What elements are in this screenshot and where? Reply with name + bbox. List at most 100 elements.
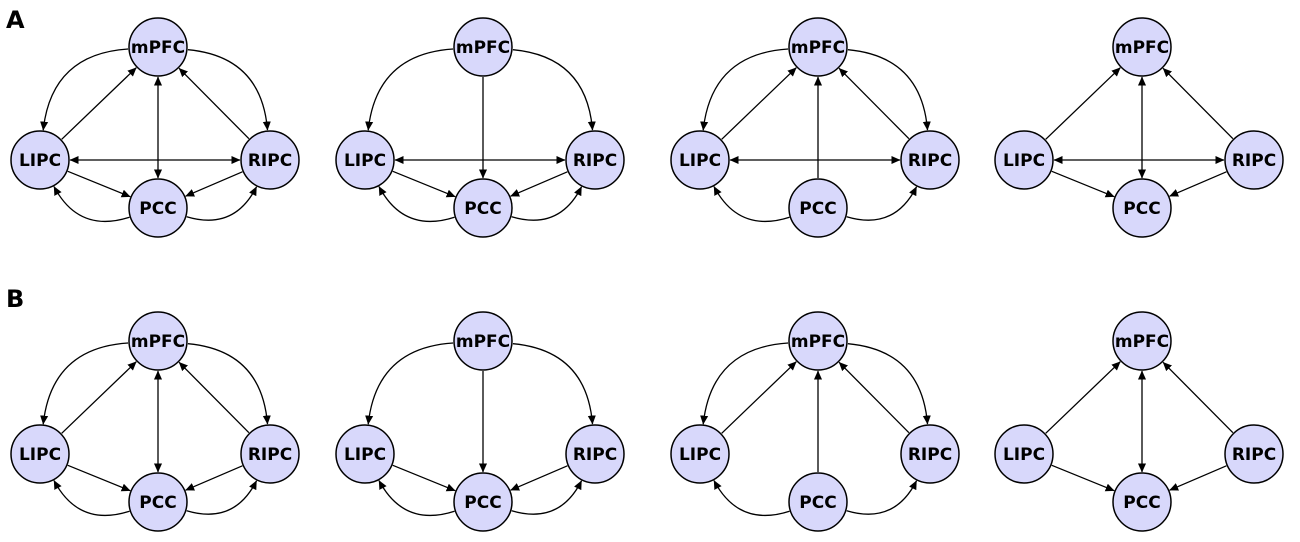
node-label: PCC: [1123, 493, 1160, 513]
node-mpfc: mPFC: [788, 17, 848, 77]
node-circle: [335, 130, 395, 190]
node-circle: [900, 130, 960, 190]
node-mpfc: mPFC: [1112, 311, 1172, 371]
node-ripc: RIPC: [565, 130, 625, 190]
node-label: LIPC: [19, 445, 61, 465]
curved-edge-mpfc-to-lipc: [40, 342, 129, 425]
node-mpfc: mPFC: [788, 311, 848, 371]
node-pcc: PCC: [788, 472, 848, 532]
nodes: mPFC LIPC RIPC PCC: [994, 311, 1284, 532]
panel-label-a: A: [6, 6, 25, 34]
node-mpfc: mPFC: [1112, 17, 1172, 77]
node-circle: [10, 424, 70, 484]
diagrams-layer: mPFC LIPC RIPC PCC mPFC LIPC RIPC PCC mPFC LIPC RI…: [10, 17, 1284, 532]
node-mpfc: mPFC: [453, 311, 513, 371]
node-label: RIPC: [573, 445, 617, 465]
network-a1: mPFC LIPC RIPC PCC: [10, 17, 300, 238]
node-circle: [900, 424, 960, 484]
node-lipc: LIPC: [670, 130, 730, 190]
node-circle: [788, 17, 848, 77]
node-circle: [128, 311, 188, 371]
edges: [700, 342, 931, 516]
straight-edge-lipc-to-mpfc: [721, 67, 797, 140]
curved-edge-mpfc-to-ripc: [847, 343, 931, 425]
straight-edge-ripc-to-pcc: [1169, 171, 1227, 197]
edges: [1045, 67, 1234, 198]
node-label: RIPC: [248, 151, 292, 171]
node-circle: [1112, 472, 1172, 532]
straight-edge-ripc-to-pcc: [185, 465, 243, 491]
node-label: LIPC: [344, 151, 386, 171]
node-circle: [1112, 178, 1172, 238]
node-circle: [565, 424, 625, 484]
node-lipc: LIPC: [10, 424, 70, 484]
node-circle: [453, 472, 513, 532]
curved-edge-mpfc-to-lipc: [700, 48, 789, 131]
node-label: LIPC: [679, 445, 721, 465]
straight-edge-lipc-to-pcc: [67, 170, 131, 198]
node-circle: [240, 130, 300, 190]
edges: [40, 342, 271, 516]
node-circle: [788, 311, 848, 371]
straight-edge-ripc-to-mpfc: [838, 67, 910, 140]
node-circle: [128, 472, 188, 532]
straight-edge-lipc-to-pcc: [1051, 170, 1115, 198]
curved-edge-pcc-to-lipc: [53, 480, 130, 516]
node-ripc: RIPC: [240, 424, 300, 484]
node-lipc: LIPC: [994, 130, 1054, 190]
curved-edge-pcc-to-ripc: [846, 480, 918, 515]
node-label: LIPC: [344, 445, 386, 465]
curved-edge-pcc-to-ripc: [511, 186, 583, 221]
node-lipc: LIPC: [10, 130, 70, 190]
node-circle: [670, 424, 730, 484]
edges: [700, 48, 931, 222]
node-mpfc: mPFC: [128, 17, 188, 77]
node-circle: [453, 178, 513, 238]
node-label: mPFC: [456, 38, 510, 58]
curved-edge-pcc-to-lipc: [713, 186, 790, 222]
curved-edge-mpfc-to-lipc: [365, 48, 454, 131]
node-label: LIPC: [679, 151, 721, 171]
node-circle: [670, 130, 730, 190]
straight-edge-ripc-to-pcc: [510, 171, 568, 197]
curved-edge-mpfc-to-ripc: [847, 49, 931, 131]
nodes: mPFC LIPC RIPC PCC: [335, 17, 625, 238]
node-ripc: RIPC: [1224, 424, 1284, 484]
node-circle: [453, 311, 513, 371]
node-label: LIPC: [19, 151, 61, 171]
curved-edge-pcc-to-ripc: [186, 186, 258, 221]
node-label: mPFC: [131, 332, 185, 352]
node-lipc: LIPC: [335, 130, 395, 190]
network-a2: mPFC LIPC RIPC PCC: [335, 17, 625, 238]
curved-edge-mpfc-to-ripc: [512, 343, 596, 425]
curved-edge-pcc-to-ripc: [846, 186, 918, 221]
straight-edge-ripc-to-mpfc: [178, 361, 250, 434]
node-label: RIPC: [573, 151, 617, 171]
node-ripc: RIPC: [240, 130, 300, 190]
node-circle: [994, 424, 1054, 484]
node-circle: [335, 424, 395, 484]
node-lipc: LIPC: [994, 424, 1054, 484]
curved-edge-mpfc-to-lipc: [700, 342, 789, 425]
node-label: RIPC: [248, 445, 292, 465]
curved-edge-mpfc-to-ripc: [187, 49, 271, 131]
straight-edge-ripc-to-mpfc: [838, 361, 910, 434]
straight-edge-lipc-to-pcc: [392, 170, 456, 198]
node-label: PCC: [139, 199, 176, 219]
node-label: PCC: [464, 199, 501, 219]
node-label: mPFC: [456, 332, 510, 352]
node-circle: [788, 178, 848, 238]
panel-label-b: B: [6, 285, 24, 313]
node-circle: [1112, 17, 1172, 77]
straight-edge-ripc-to-mpfc: [178, 67, 250, 140]
node-circle: [128, 178, 188, 238]
node-circle: [1224, 130, 1284, 190]
node-label: mPFC: [1115, 38, 1169, 58]
curved-edge-pcc-to-lipc: [53, 186, 130, 222]
